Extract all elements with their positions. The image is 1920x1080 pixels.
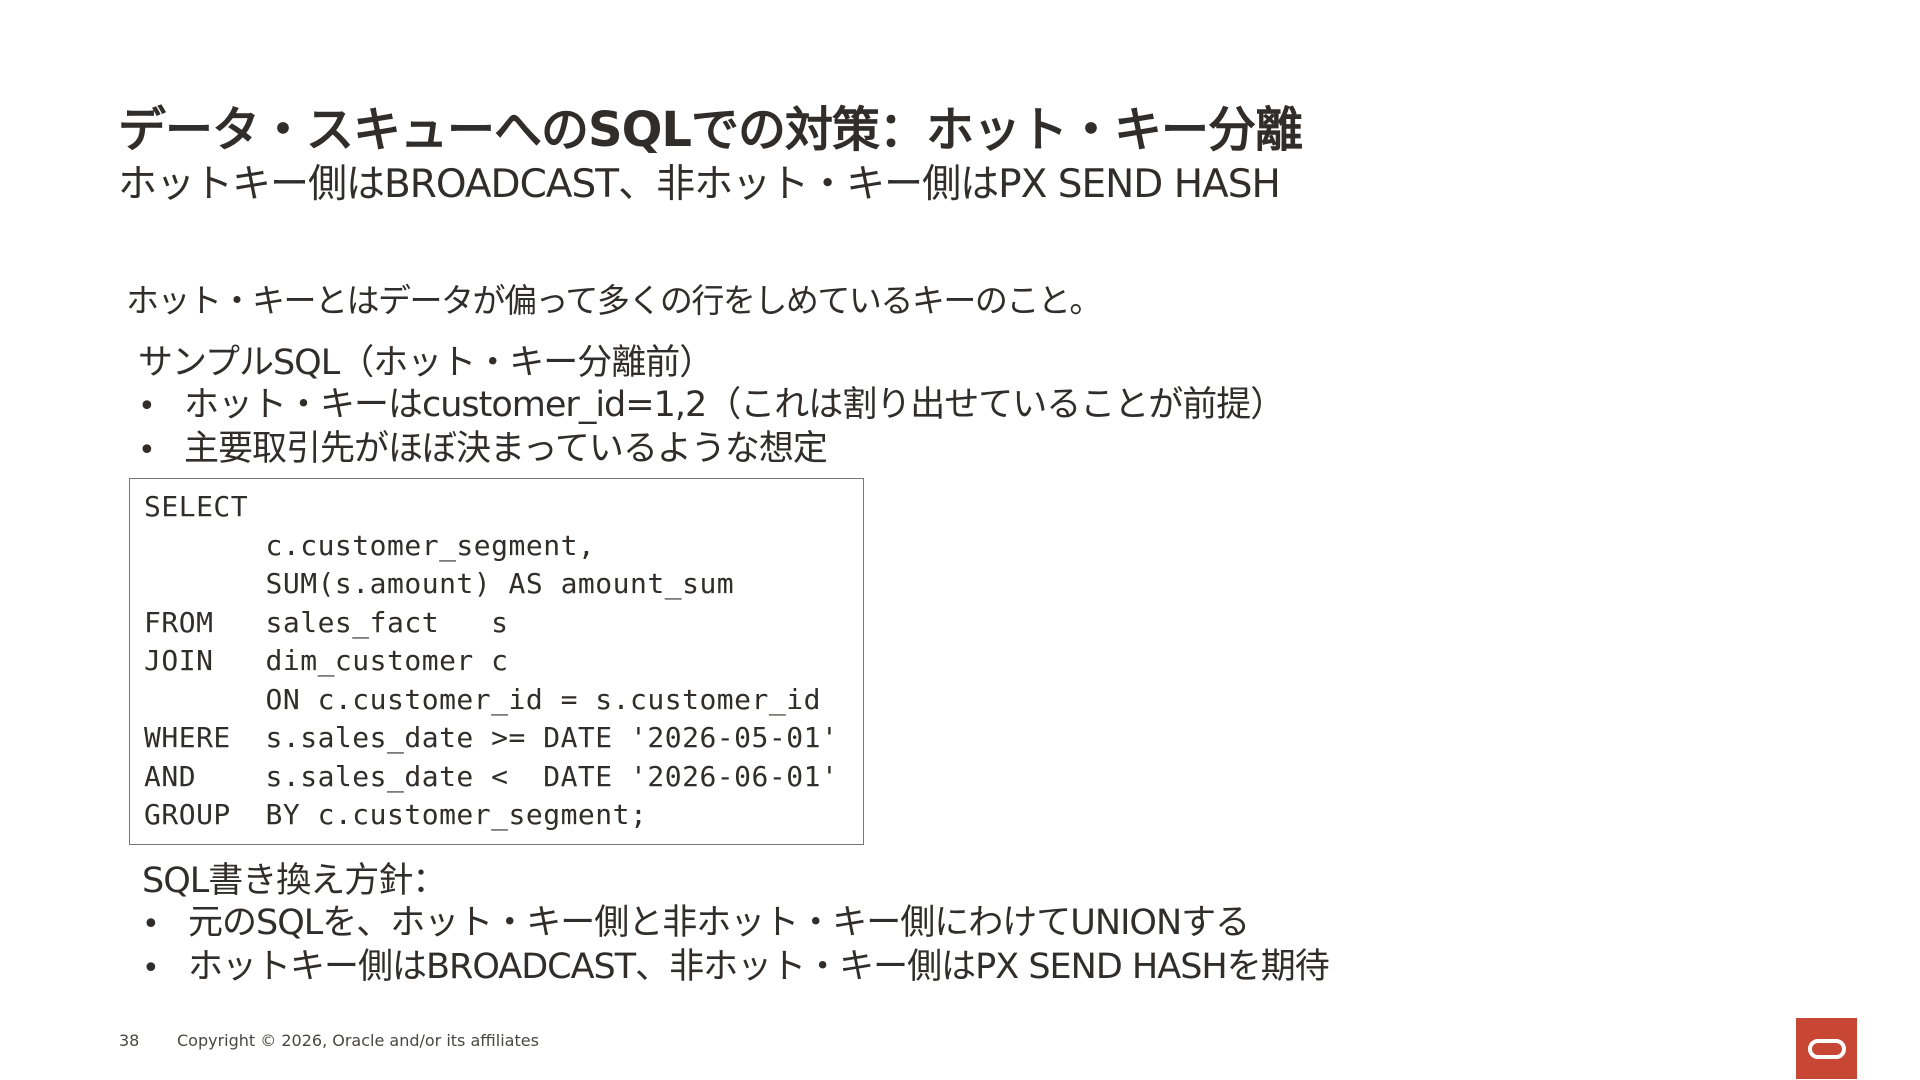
code-line: c.customer_segment, (144, 528, 596, 562)
code-line: SELECT (144, 490, 249, 523)
list-item: • 元のSQLを、ホット・キー側と非ホット・キー側にわけてUNIONする (142, 902, 1329, 946)
code-line: ON c.customer_id = s.customer_id (144, 682, 821, 716)
rewrite-policy-bullet-list: • 元のSQLを、ホット・キー側と非ホット・キー側にわけてUNIONする • ホ… (142, 902, 1330, 990)
bullet-glyph: • (142, 907, 160, 942)
list-item-text: 元のSQLを、ホット・キー側と非ホット・キー側にわけてUNIONする (188, 903, 1250, 943)
list-item: • ホット・キーはcustomer_id=1,2（これは割り出せていることが前提… (138, 384, 1285, 428)
code-line: JOIN dim_customer c (144, 644, 509, 677)
oracle-logo-icon (1796, 1018, 1857, 1079)
sample-sql-heading: サンプルSQL（ホット・キー分離前） (138, 343, 714, 383)
intro-text: ホット・キーとはデータが偏って多くの行をしめているキーのこと。 (126, 281, 1102, 320)
code-line: AND s.sales_date < DATE '2026-06-01' (144, 759, 839, 793)
copyright-text: Copyright © 2026, Oracle and/or its affi… (177, 1031, 539, 1050)
list-item: • ホットキー側はBROADCAST、非ホット・キー側はPX SEND HASH… (142, 946, 1330, 990)
list-item: • 主要取引先がほぼ決まっているような想定 (138, 428, 1284, 472)
code-line: WHERE s.sales_date >= DATE '2026-05-01' (144, 721, 839, 754)
sql-code-box: SELECT c.customer_segment, SUM(s.amount)… (129, 478, 864, 845)
bullet-glyph: • (138, 389, 156, 424)
bullet-glyph: • (138, 433, 156, 468)
list-item-text: ホット・キーはcustomer_id=1,2（これは割り出せていることが前提） (184, 385, 1285, 425)
slide-title: データ・スキューへのSQLでの対策：ホット・キー分離 (118, 102, 1303, 158)
oracle-ring-icon (1807, 1038, 1846, 1059)
rewrite-policy-heading: SQL書き換え方針： (142, 861, 447, 901)
code-line: SUM(s.amount) AS amount_sum (144, 567, 735, 600)
code-line: GROUP BY c.customer_segment; (144, 798, 648, 831)
page-number: 38 (119, 1031, 140, 1050)
bullet-glyph: • (142, 951, 160, 986)
slide-subtitle: ホットキー側はBROADCAST、非ホット・キー側はPX SEND HASH (118, 162, 1281, 207)
code-line: FROM sales_fact s (144, 605, 509, 639)
list-item-text: 主要取引先がほぼ決まっているような想定 (184, 429, 828, 469)
list-item-text: ホットキー側はBROADCAST、非ホット・キー側はPX SEND HASHを期… (188, 947, 1330, 987)
sample-sql-bullet-list: • ホット・キーはcustomer_id=1,2（これは割り出せていることが前提… (138, 384, 1285, 472)
